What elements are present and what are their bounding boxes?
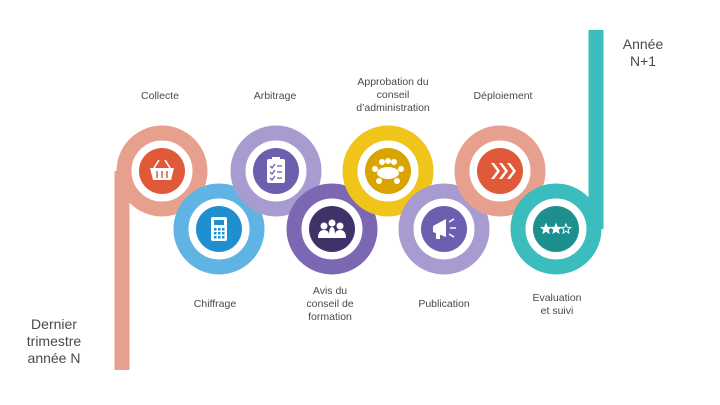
meeting-table-icon: [372, 158, 404, 184]
megaphone-icon: [433, 218, 456, 239]
step-label-chiffrage: Chiffrage: [193, 298, 237, 310]
step-ring: [342, 125, 434, 217]
step-label-deploiement: Déploiement: [473, 90, 533, 102]
start-label: Dernier trimestre année N: [26, 316, 82, 366]
step-ring: [286, 183, 378, 275]
step-ring: [510, 183, 602, 275]
step-label-arbitrage: Arbitrage: [253, 90, 297, 102]
step-label-publication: Publication: [418, 298, 470, 310]
people-icon: [318, 219, 346, 238]
step-ring: [454, 125, 546, 217]
calculator-icon: [211, 217, 227, 241]
step-ring: [116, 125, 208, 217]
stars-icon: [539, 222, 573, 235]
step-ring: [230, 125, 322, 217]
end-label: Année N+1: [622, 36, 664, 69]
checklist-icon: [267, 157, 285, 183]
step-ring: [173, 183, 265, 275]
basket-icon: [150, 159, 174, 180]
step-label-collecte: Collecte: [141, 90, 179, 102]
step-label-approbation: Approbation du conseil d’administration: [356, 76, 430, 114]
step-label-avis-conseil-formation: Avis du conseil de formation: [306, 285, 354, 323]
chevrons-icon: [491, 163, 516, 179]
step-ring: [398, 183, 490, 275]
step-label-evaluation: Evaluation et suivi: [532, 292, 582, 317]
